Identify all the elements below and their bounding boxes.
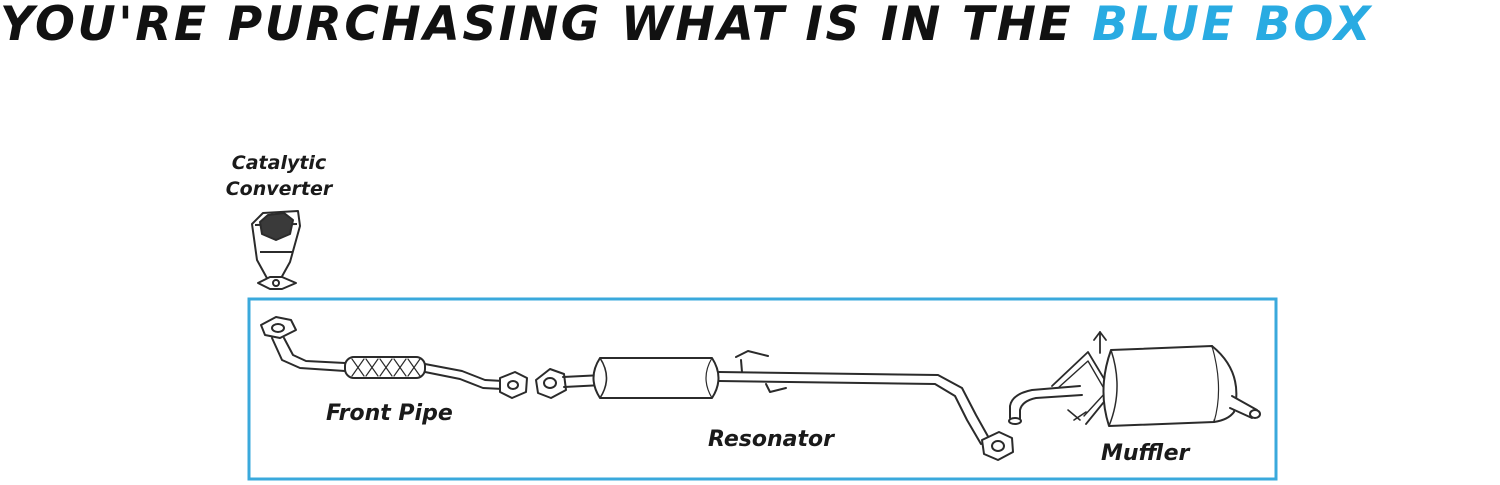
muffler-illustration (1008, 331, 1261, 427)
catalytic-converter-illustration (251, 210, 301, 290)
muffler-label: Muffler (1101, 441, 1190, 466)
catalytic-converter-label: Catalytic Converter (214, 150, 344, 202)
blue-box (247, 297, 1278, 481)
front-pipe-illustration (260, 316, 528, 399)
headline: YOU'RE PURCHASING WHAT IS IN THE BLUE BO… (0, 0, 1500, 52)
front-pipe-label: Front Pipe (326, 401, 453, 426)
resonator-illustration (535, 350, 1014, 461)
headline-highlight: BLUE BOX (1092, 0, 1374, 52)
catalytic-converter-label-line2: Converter (225, 178, 333, 200)
catalytic-converter-label-line1: Catalytic (231, 152, 327, 174)
headline-prefix: YOU'RE PURCHASING WHAT IS IN THE (0, 0, 1093, 52)
resonator-label: Resonator (708, 427, 834, 452)
